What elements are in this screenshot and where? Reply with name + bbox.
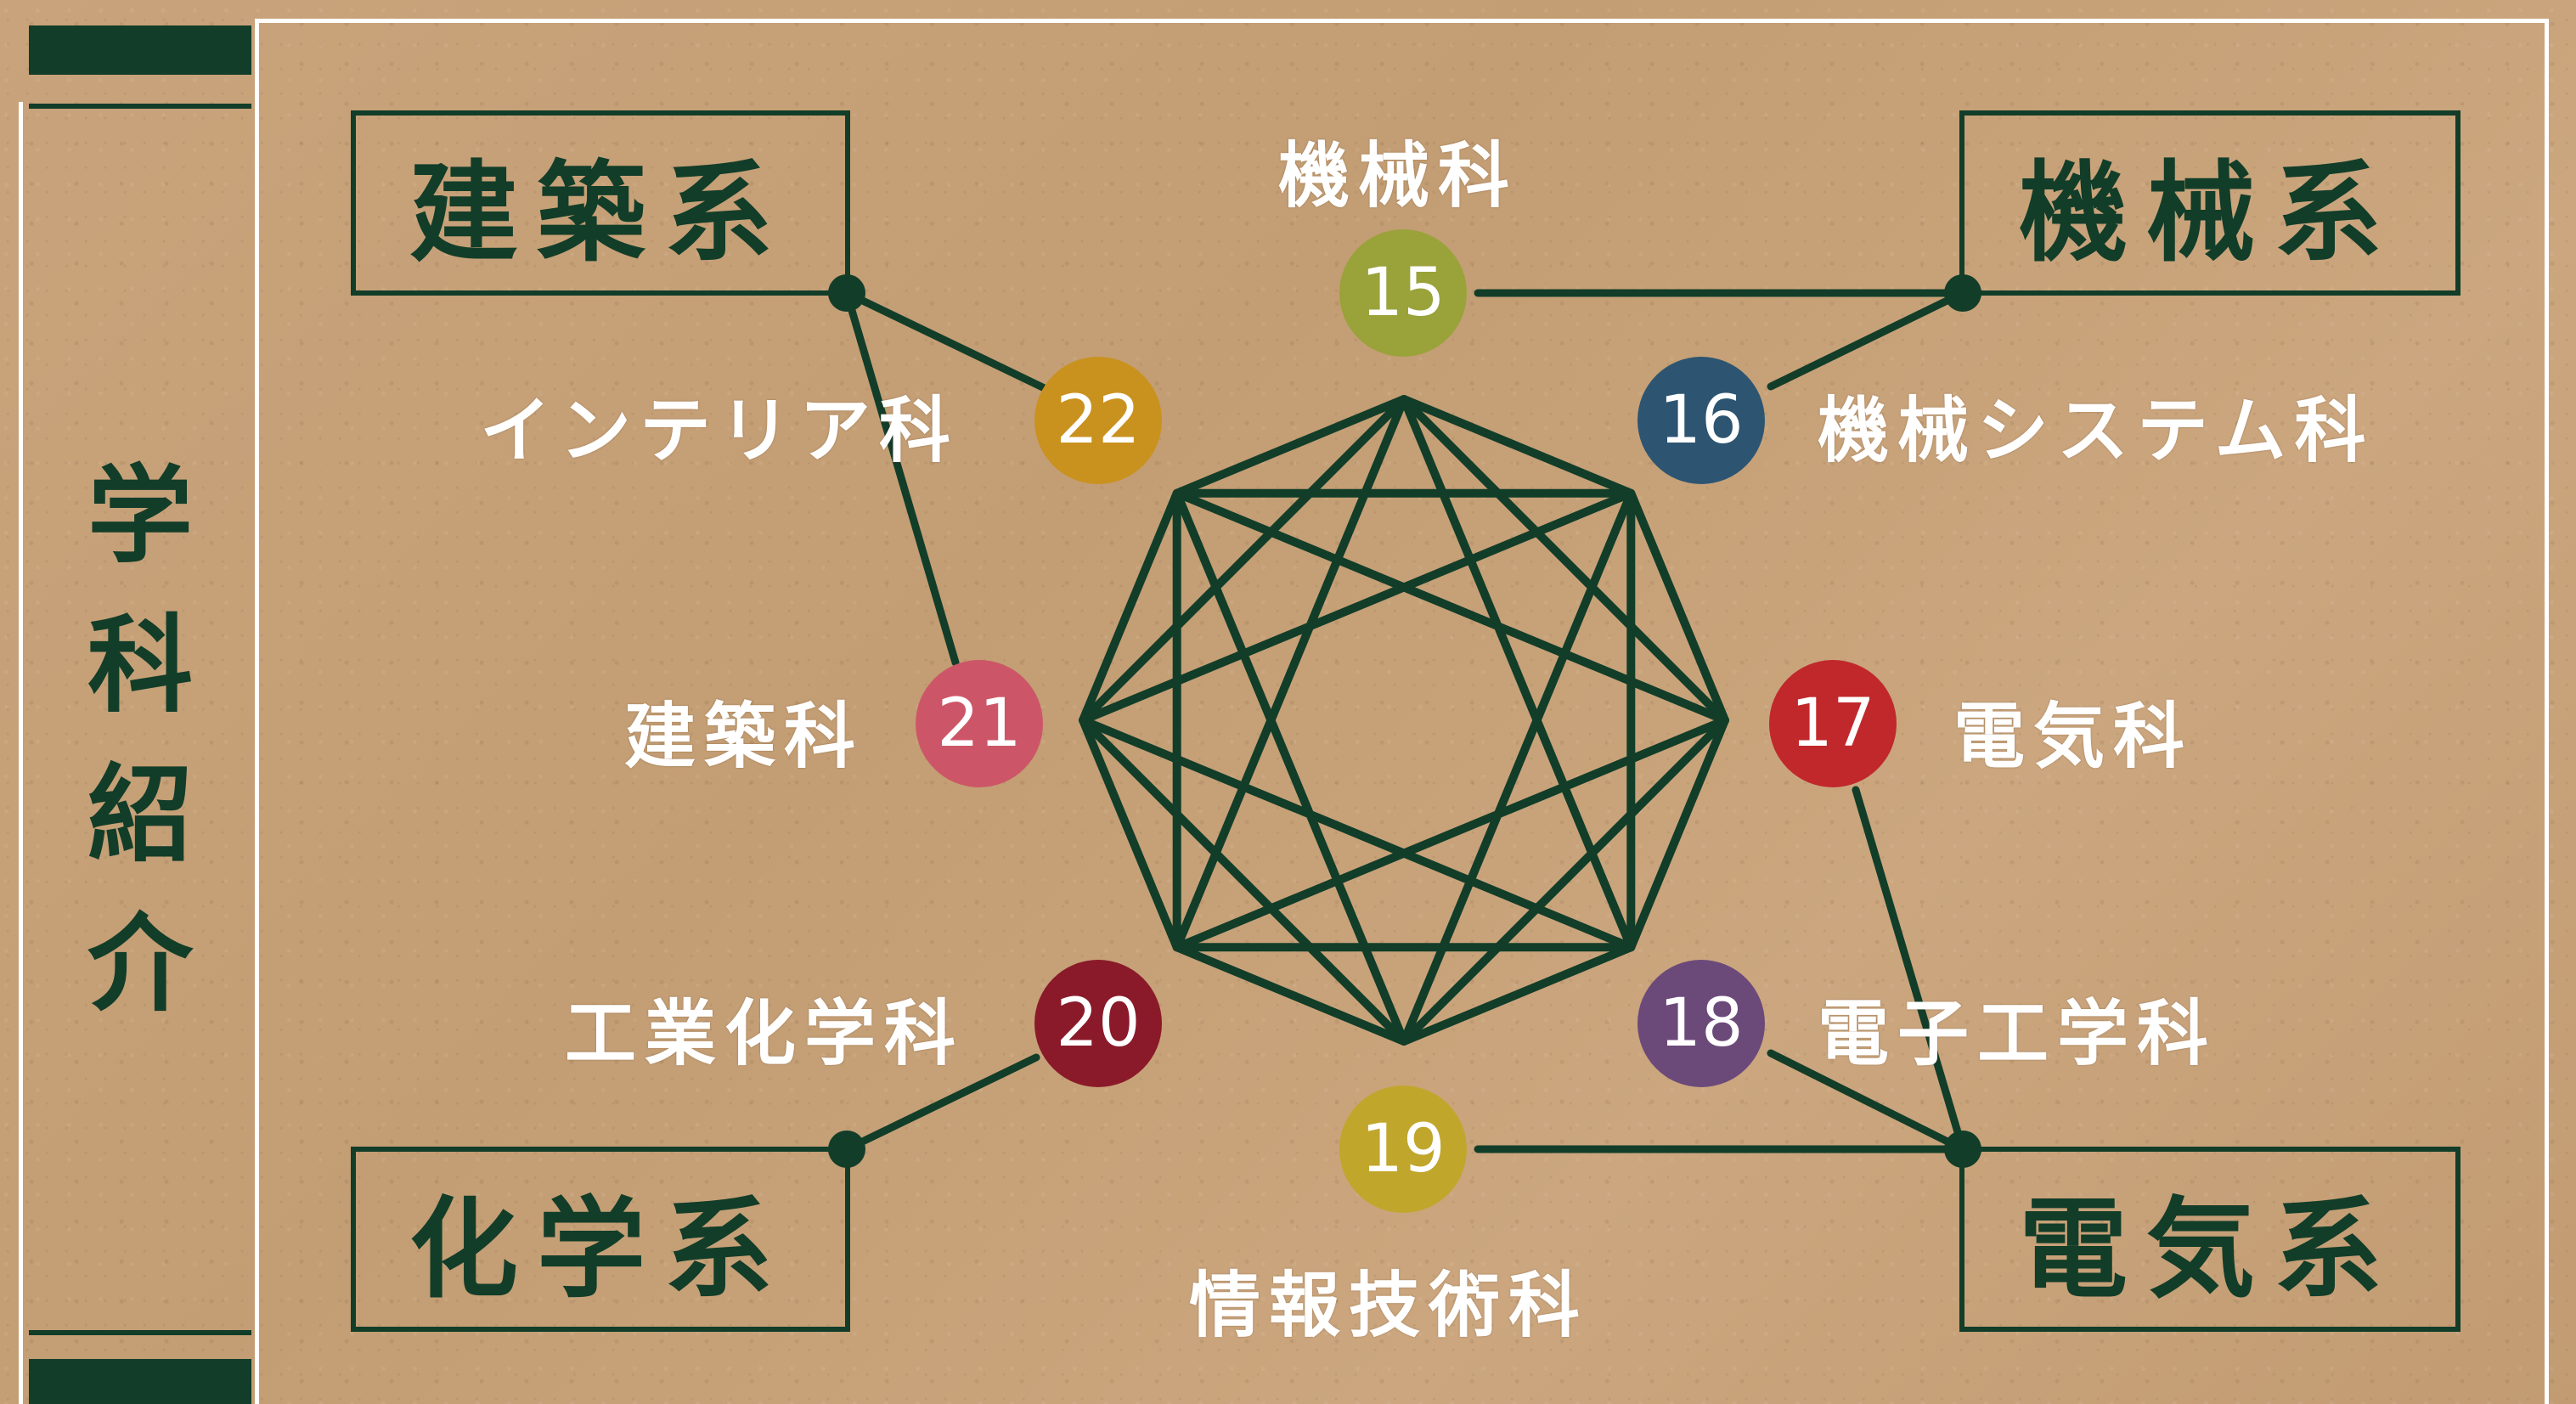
sidebar-top-rule [29,104,251,109]
connector-kagaku-20 [843,1053,1040,1153]
connector-kenchiku-21 [843,289,960,667]
dept-label-17: 電気科 [1953,695,2194,778]
dept-number-21: 21 [937,685,1022,762]
sidebar-bottom-band [29,1359,251,1404]
dept-number-16: 16 [1659,382,1744,459]
frame-right-line [2545,19,2549,1404]
inner-square-1 [1079,395,1729,1046]
dept-number-15: 15 [1361,255,1446,331]
sidebar-title-char-4: 介 [87,904,193,1026]
frame-left-line [255,19,259,1404]
category-box-denki: 電気系 [1959,1147,2460,1332]
dept-circle-15: 15 [1339,229,1467,357]
category-box-kikai: 機械系 [1959,110,2460,296]
dept-label-21: 建築科 [624,695,865,778]
dept-circle-19: 19 [1339,1085,1467,1213]
dept-number-18: 18 [1659,985,1744,1062]
frame-left-outer-line [19,102,23,1404]
category-box-kenchiku: 建築系 [351,110,850,296]
dept-number-19: 19 [1361,1111,1446,1187]
inner-square-2 [1172,488,1636,952]
sidebar-top-band [29,25,251,75]
dept-number-20: 20 [1056,985,1141,1062]
dept-label-20: 工業化学科 [565,992,965,1075]
frame-top-line [255,19,2548,23]
sidebar-title-char-1: 学 [87,455,193,578]
dept-circle-21: 21 [916,660,1043,787]
octagram-star [1079,395,1729,1046]
dept-number-17: 17 [1790,685,1875,762]
dept-circle-20: 20 [1034,960,1162,1087]
dept-label-18: 電子工学科 [1818,992,2218,1075]
category-box-kagaku: 化学系 [351,1147,850,1332]
dept-label-22: インテリア科 [480,389,960,472]
sidebar-title-char-2: 科 [87,605,193,727]
dept-label-19: 情報技術科 [1189,1264,1589,1347]
connector-denki-17 [1852,786,1967,1153]
dept-number-22: 22 [1056,382,1141,459]
category-label-denki: 電気系 [2018,1186,2401,1313]
dept-circle-17: 17 [1769,660,1897,787]
sidebar-title-char-3: 紹 [87,754,193,877]
dept-label-15: 機械科 [1278,134,1519,217]
sidebar-bottom-rule [29,1330,251,1335]
connector-kenchiku-22 [843,289,1057,397]
dept-circle-18: 18 [1637,960,1765,1087]
connector-kikai-16 [1767,289,1967,391]
dept-circle-22: 22 [1034,357,1162,484]
dept-label-16: 機械システム科 [1818,389,2375,472]
category-label-kenchiku: 建築系 [409,149,792,277]
category-label-kikai: 機械系 [2018,149,2401,277]
category-label-kagaku: 化学系 [409,1186,792,1313]
connector-denki-18 [1767,1049,1967,1153]
sidebar: 学 科 紹 介 [29,0,251,1404]
dept-circle-16: 16 [1637,357,1765,484]
sidebar-title: 学 科 紹 介 [29,442,251,1040]
